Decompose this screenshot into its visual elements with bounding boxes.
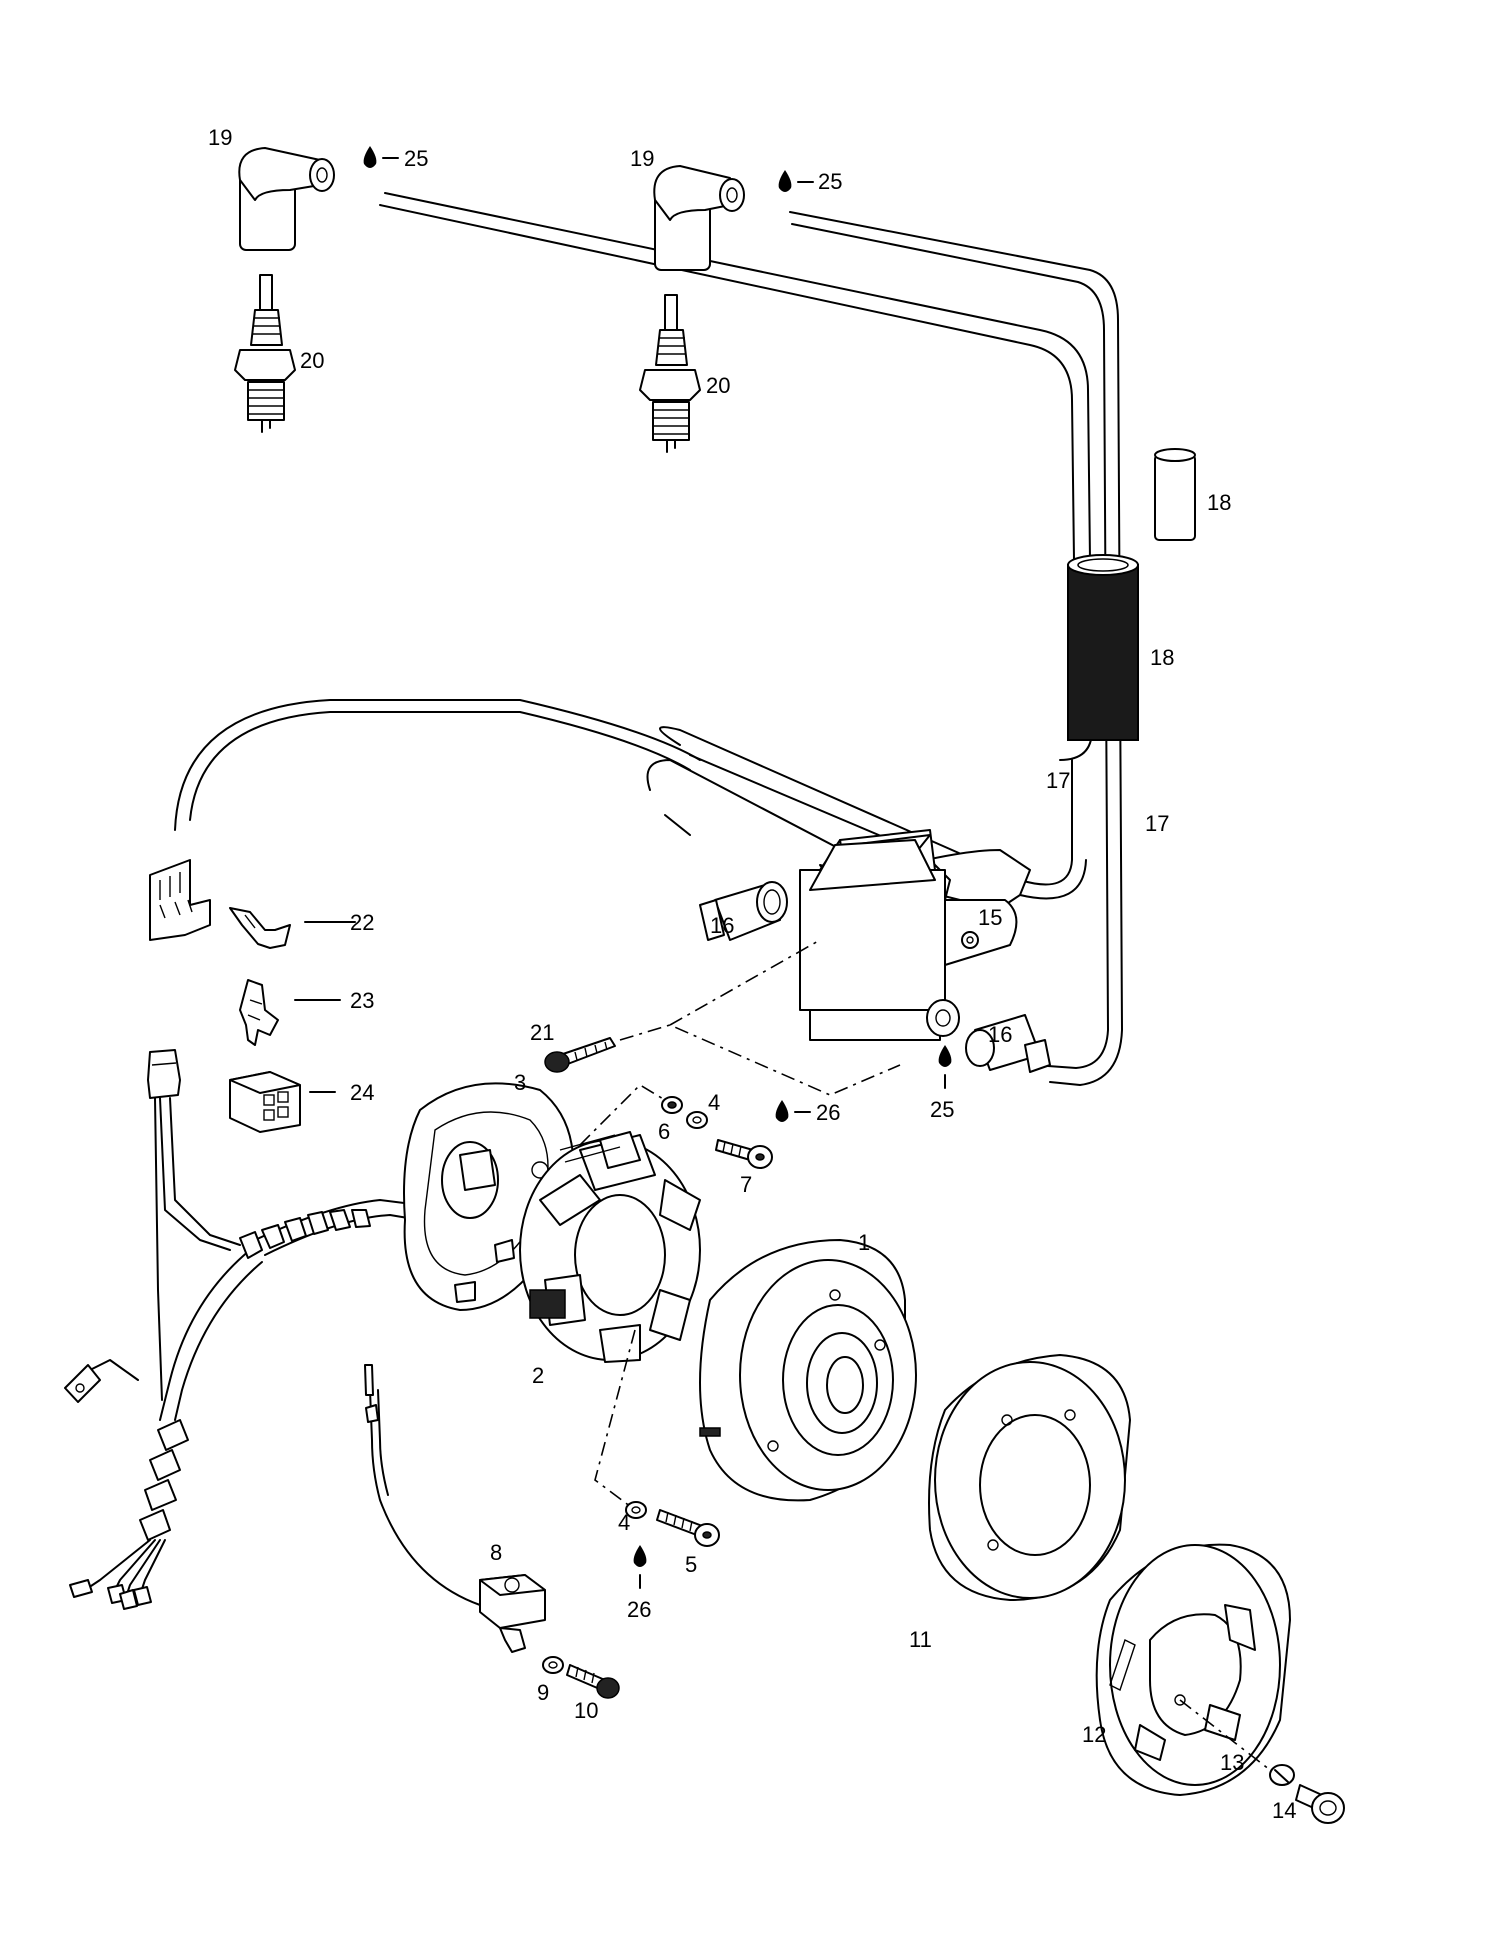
stator-lower-leader	[594, 1329, 636, 1511]
callout-16-upper: 16	[710, 913, 734, 938]
coil-boot-lower[interactable]	[965, 1014, 1051, 1073]
flywheel[interactable]	[699, 1239, 917, 1502]
callout-8: 8	[490, 1540, 502, 1565]
harness-wire-upper	[174, 699, 701, 831]
washer-4-upper[interactable]	[686, 1111, 708, 1129]
callout-4-upper: 4	[708, 1090, 720, 1115]
callout-23: 23	[350, 988, 374, 1013]
lubricant-icon-cap-right	[778, 170, 814, 192]
callout-20-left: 20	[300, 348, 324, 373]
ignition-coil[interactable]	[799, 829, 1031, 1041]
callout-6: 6	[658, 1119, 670, 1144]
wire-sleeve-small[interactable]	[1154, 448, 1196, 541]
callout-25-cap-left: 25	[404, 146, 428, 171]
callout-7: 7	[740, 1172, 752, 1197]
cup-screw[interactable]	[1295, 1784, 1345, 1824]
connector-housing-6pin[interactable]	[149, 859, 211, 941]
lock-washer[interactable]	[1269, 1764, 1295, 1786]
spark-plug-left[interactable]	[234, 274, 296, 433]
lubricant-icon-screw-5	[633, 1545, 647, 1589]
wire-sleeve-large[interactable]	[1067, 554, 1139, 741]
terminal-socket[interactable]	[239, 979, 279, 1046]
screw-10[interactable]	[566, 1664, 620, 1699]
callout-24: 24	[350, 1080, 374, 1105]
high-tension-wire-left	[379, 192, 1093, 761]
washer-6[interactable]	[661, 1096, 683, 1114]
washer-4-lower[interactable]	[625, 1501, 647, 1519]
callout-11: 11	[909, 1627, 932, 1652]
coil-mounting-screw[interactable]	[544, 1037, 616, 1073]
callout-13: 13	[1220, 1750, 1244, 1775]
spark-plug-right[interactable]	[639, 294, 701, 453]
callout-21: 21	[530, 1020, 554, 1045]
callout-25-cap-right: 25	[818, 169, 842, 194]
callout-18-large: 18	[1150, 645, 1174, 670]
callout-leaders	[294, 921, 356, 1093]
spark-plug-cap-right[interactable]	[653, 165, 745, 271]
starter-cup[interactable]	[1095, 1543, 1291, 1796]
callout-18-small: 18	[1207, 490, 1231, 515]
callout-5: 5	[685, 1552, 697, 1577]
callout-20-right: 20	[706, 373, 730, 398]
callout-17-left: 17	[1046, 768, 1070, 793]
callout-numbers: 1 2 3 4 4 5 6 7 8 9 10 11 12 13 14 15 16…	[208, 125, 1296, 1823]
trigger-coil[interactable]	[364, 1364, 546, 1653]
callout-4-lower: 4	[618, 1510, 630, 1535]
terminal-pin[interactable]	[229, 907, 291, 949]
callout-16-lower: 16	[988, 1022, 1012, 1047]
callout-17-right: 17	[1145, 811, 1169, 836]
stator-coil-assembly[interactable]	[519, 1131, 701, 1363]
lubricant-icon-screw-7	[775, 1100, 811, 1122]
spark-plug-cap-left[interactable]	[238, 147, 335, 251]
coil-screw-leader	[619, 1024, 901, 1096]
screw-5[interactable]	[656, 1509, 720, 1547]
callout-19-left: 19	[208, 125, 232, 150]
callout-12: 12	[1082, 1722, 1106, 1747]
callout-1: 1	[858, 1230, 870, 1255]
flywheel-ring[interactable]	[928, 1354, 1131, 1601]
callout-26-screw-5: 26	[627, 1597, 651, 1622]
coil-mount-leader	[669, 939, 821, 1026]
callout-25-coil: 25	[930, 1097, 954, 1122]
callout-26-screw-7: 26	[816, 1100, 840, 1125]
coil-boot-upper[interactable]	[699, 881, 788, 941]
callout-14: 14	[1272, 1798, 1296, 1823]
screw-7[interactable]	[715, 1139, 773, 1169]
washer-9[interactable]	[542, 1656, 564, 1674]
callout-9: 9	[537, 1680, 549, 1705]
connector-housing-receptacle[interactable]	[229, 1071, 301, 1133]
cup-screw-leader	[1179, 1699, 1271, 1771]
callout-2: 2	[532, 1363, 544, 1388]
lubricant-icon-coil	[938, 1045, 952, 1089]
callout-19-right: 19	[630, 146, 654, 171]
wiring-harness	[64, 1049, 421, 1610]
callout-22: 22	[350, 910, 374, 935]
callout-15: 15	[978, 905, 1002, 930]
callout-3: 3	[514, 1070, 526, 1095]
callout-10: 10	[574, 1698, 598, 1723]
lubricant-icon-cap-left	[363, 146, 399, 168]
